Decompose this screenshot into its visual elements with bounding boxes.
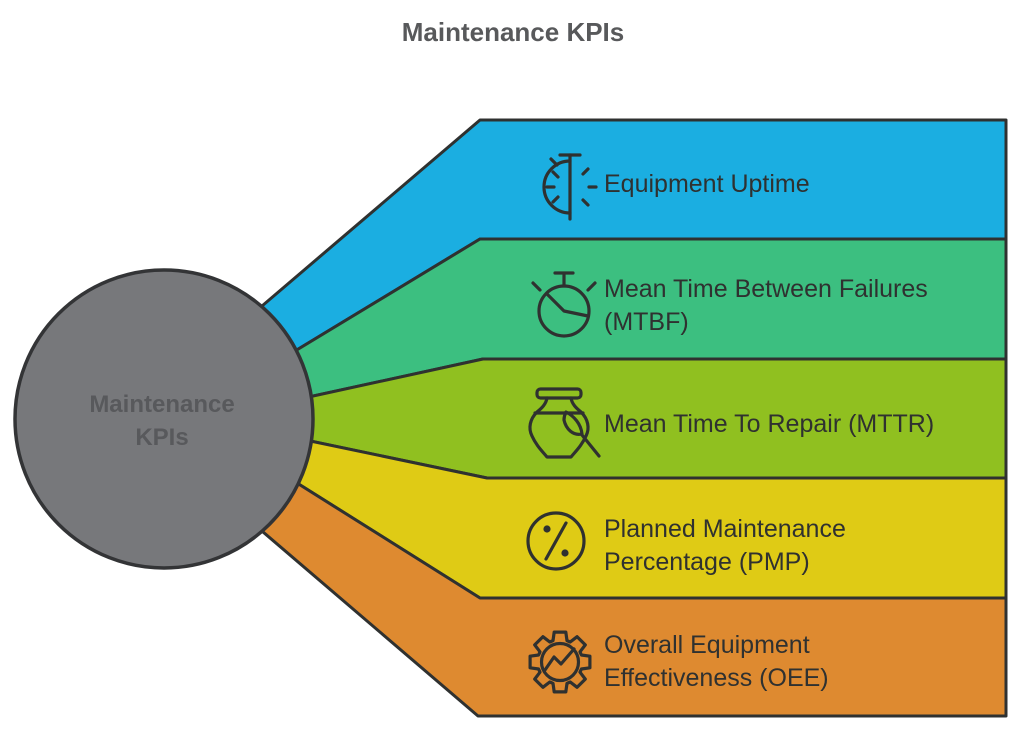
band-label-mtbf-line2: (MTBF) [604,308,689,336]
band-label-mtbf-line1: Mean Time Between Failures [604,275,928,303]
gear-chart-icon [528,630,592,694]
band-label-pmp-line1: Planned Maintenance [604,515,846,543]
hub-label-line1: Maintenance [89,391,234,418]
band-label-oee-line2: Effectiveness (OEE) [604,664,829,692]
band-label-pmp-line2: Percentage (PMP) [604,548,810,576]
stopwatch-icon [531,271,597,338]
band-label-oee-line1: Overall Equipment [604,631,810,659]
page-title: Maintenance KPIs [402,17,625,47]
band-label-mttr: Mean Time To Repair (MTTR) [604,410,934,438]
band-label-equipment-uptime: Equipment Uptime [604,170,810,198]
percentage-circle-icon [526,511,586,571]
vase-repair-icon [528,387,601,459]
hub-label-line2: KPIs [135,424,188,451]
hub-circle [13,268,315,570]
gear-icon-outline [528,630,592,694]
uptime-half-gauge-icon [542,153,598,221]
